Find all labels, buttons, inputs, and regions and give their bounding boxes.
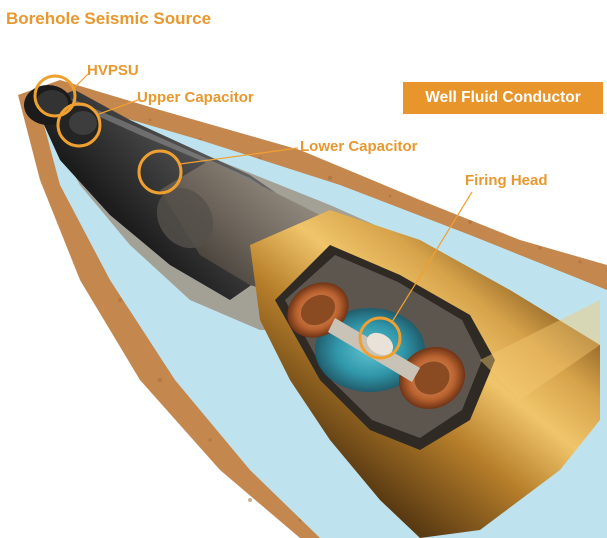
hvpsu-leader: [73, 73, 89, 89]
upper-capacitor-label: Upper Capacitor: [137, 89, 254, 106]
upper-capacitor-callout-circle: [56, 102, 102, 148]
upper-capacitor-leader: [98, 99, 139, 115]
firing-head-callout-circle: [358, 316, 402, 360]
leader-lines: [73, 73, 473, 323]
hvpsu-label: HVPSU: [87, 62, 139, 79]
rock-texture: [93, 118, 582, 522]
firing-head-label: Firing Head: [465, 172, 548, 189]
hvpsu-callout-circle: [33, 74, 77, 118]
lower-capacitor-callout-circle: [137, 149, 183, 195]
well-fluid-conductor-badge: Well Fluid Conductor: [403, 82, 603, 114]
diagram-title: Borehole Seismic Source: [6, 9, 212, 28]
lower-capacitor-label: Lower Capacitor: [300, 138, 418, 155]
callout-circles: [33, 74, 402, 360]
firing-head-leader: [391, 191, 473, 323]
lower-capacitor-leader: [179, 147, 299, 165]
